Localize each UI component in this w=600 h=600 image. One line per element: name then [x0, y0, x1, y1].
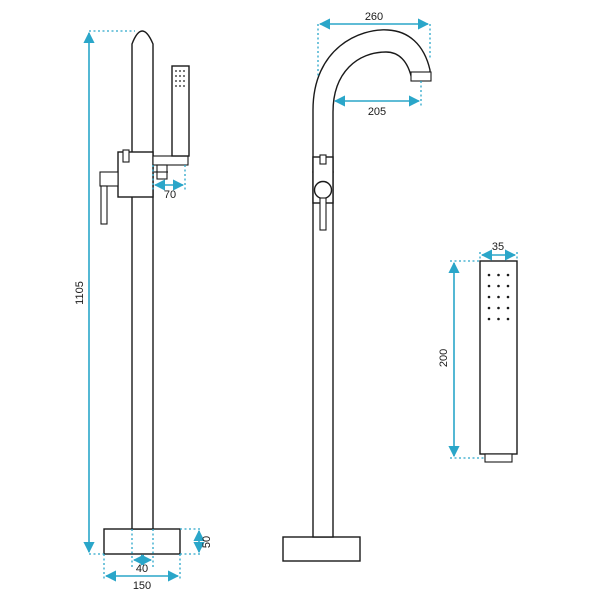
side-base-plate	[282, 536, 361, 562]
dim-hand-shower-length: 200	[438, 349, 450, 367]
dim-hand-shower-offset: 70	[164, 189, 176, 201]
detail-hand-shower-end	[484, 453, 513, 463]
dim-spout-reach-outer: 260	[365, 11, 383, 23]
front-lever	[99, 171, 119, 187]
dim-column-width: 40	[136, 563, 148, 575]
front-hand-shower	[171, 65, 190, 157]
front-spout	[131, 30, 154, 190]
dim-base-width: 150	[133, 580, 151, 592]
front-view	[99, 30, 190, 555]
detail-hand-shower-body	[479, 260, 518, 455]
front-holder-arm	[152, 155, 189, 166]
side-knob	[313, 180, 333, 200]
dim-base-height: 50	[201, 536, 213, 548]
hand-shower-detail	[479, 260, 518, 463]
hand-shower-dimensions: 35 200	[438, 241, 518, 459]
side-view	[282, 29, 432, 562]
front-valve-knob	[122, 149, 130, 163]
front-column	[131, 189, 154, 530]
dim-total-height: 1105	[74, 281, 86, 305]
front-dimensions: 1105 70 50 40 150	[74, 30, 213, 592]
side-top-knob	[319, 154, 327, 165]
dim-hand-shower-width: 35	[492, 241, 504, 253]
detail-hand-shower-nozzles	[487, 273, 510, 321]
front-lever-handle	[100, 185, 108, 225]
side-spout-tip	[410, 71, 432, 82]
dim-spout-reach-inner: 205	[368, 106, 386, 118]
front-hand-shower-nozzles	[175, 70, 185, 87]
side-dimensions: 260 205	[317, 11, 431, 118]
side-lever-handle	[319, 197, 327, 231]
front-base-plate	[103, 528, 181, 555]
